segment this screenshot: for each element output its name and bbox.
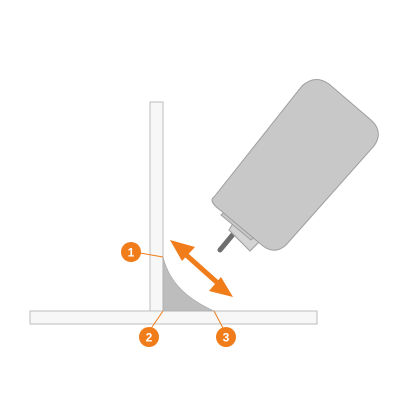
double-headed-arrow-icon bbox=[170, 240, 233, 297]
fillet-weld bbox=[162, 256, 215, 312]
callout-2: 2 bbox=[139, 327, 159, 347]
base-plate bbox=[29, 310, 318, 325]
callout-1-label: 1 bbox=[128, 246, 135, 260]
callout-2-label: 2 bbox=[146, 331, 153, 345]
callout-3-circle bbox=[216, 327, 236, 347]
welding-torch-icon bbox=[211, 79, 379, 253]
callout-1-circle bbox=[121, 242, 141, 262]
leader-line-1 bbox=[139, 252, 164, 258]
leader-line-3 bbox=[213, 310, 225, 331]
vertical-plate bbox=[149, 101, 164, 312]
callout-2-circle bbox=[139, 327, 159, 347]
leader-line-2 bbox=[149, 310, 164, 331]
callout-3-label: 3 bbox=[223, 331, 230, 345]
callout-3: 3 bbox=[216, 327, 236, 347]
callout-1: 1 bbox=[121, 242, 141, 262]
